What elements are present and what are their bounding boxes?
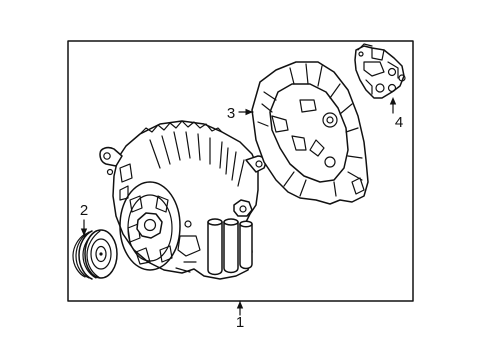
arrowhead-1 <box>236 301 244 309</box>
callout-label-3: 3 <box>227 105 235 122</box>
callout-label-2: 2 <box>80 202 88 219</box>
callout-3: 3 <box>227 105 254 122</box>
arrowhead-3 <box>245 108 253 116</box>
callout-4: 4 <box>389 97 403 131</box>
callout-1: 1 <box>236 300 244 331</box>
callout-label-4: 4 <box>395 114 403 131</box>
arrowhead-4 <box>389 97 397 105</box>
callout-2: 2 <box>80 202 88 237</box>
alternator-illustration <box>99 120 266 280</box>
pulley-illustration <box>72 229 118 280</box>
regulator-illustration <box>354 43 406 99</box>
callout-label-1: 1 <box>236 314 244 331</box>
rear-cover-illustration <box>251 61 369 205</box>
arrowhead-2 <box>80 228 88 236</box>
